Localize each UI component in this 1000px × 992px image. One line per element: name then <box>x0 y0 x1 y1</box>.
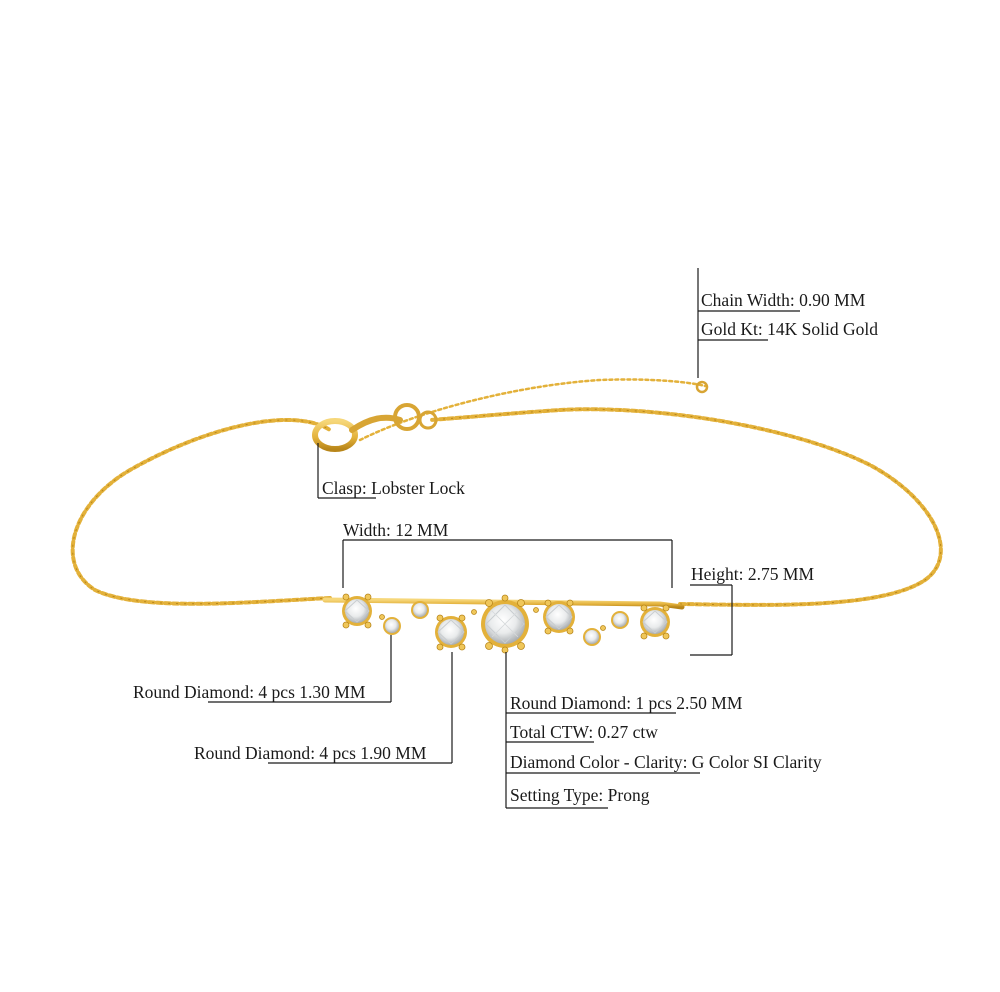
setting-type-label: Setting Type: Prong <box>510 785 650 805</box>
extension-chain <box>358 378 707 442</box>
height-label: Height: 2.75 MM <box>691 564 814 584</box>
clasp-label: Clasp: Lobster Lock <box>322 478 465 498</box>
chain-right <box>428 407 943 607</box>
round-diamond-center-label: Round Diamond: 1 pcs 2.50 MM <box>510 693 743 713</box>
diamond-8 <box>611 611 629 629</box>
prongs <box>342 593 670 654</box>
round-diamond-small-label: Round Diamond: 4 pcs 1.30 MM <box>133 682 366 702</box>
diamond-4 <box>435 616 467 648</box>
diamond-2 <box>383 617 401 635</box>
annotation-lines <box>208 268 800 809</box>
diamond-1 <box>342 596 372 626</box>
total-ctw-label: Total CTW: 0.27 ctw <box>510 722 658 742</box>
chain-front <box>70 418 332 606</box>
gold-kt-label: Gold Kt: 14K Solid Gold <box>701 319 878 339</box>
bar-base <box>322 597 685 610</box>
diamond-center <box>481 600 529 648</box>
end-ring <box>695 380 709 394</box>
width-label: Width: 12 MM <box>343 520 449 540</box>
chain-front-inner <box>72 419 331 605</box>
diamond-7 <box>583 628 601 646</box>
chain-width-label: Chain Width: 0.90 MM <box>701 290 866 310</box>
chain-right-inner <box>429 408 942 606</box>
diamond-3 <box>411 601 429 619</box>
color-clarity-label: Diamond Color - Clarity: G Color SI Clar… <box>510 752 822 772</box>
diamond-6 <box>543 601 575 633</box>
lobster-clasp <box>312 403 438 452</box>
diamond-9 <box>640 607 670 637</box>
round-diamond-medium-label: Round Diamond: 4 pcs 1.90 MM <box>194 743 427 763</box>
